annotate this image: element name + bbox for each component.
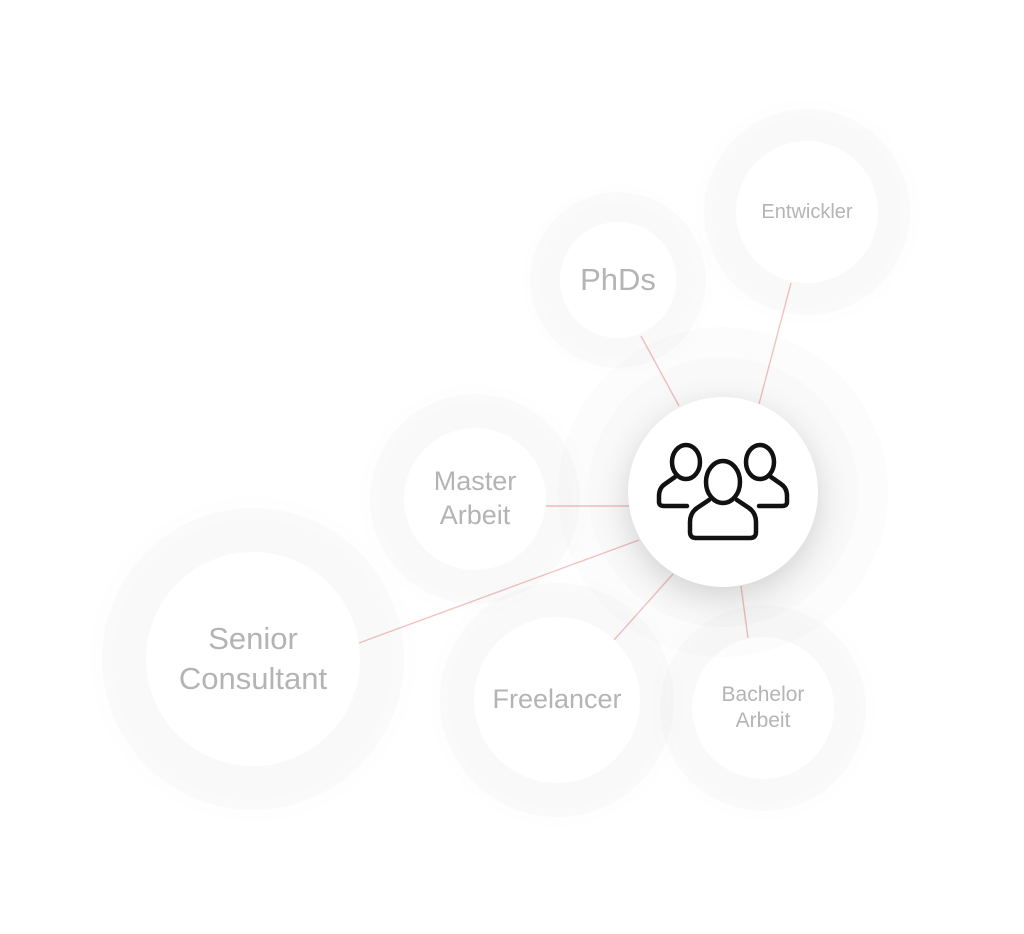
connector-freelancer (613, 573, 674, 641)
node-label-line: Senior (208, 620, 298, 656)
node-label-line: Freelancer (492, 684, 622, 715)
group-people-icon (656, 442, 790, 541)
node-label-line: Arbeit (439, 500, 511, 530)
node-entwickler[interactable]: Entwickler (736, 141, 878, 283)
node-label-line: Arbeit (735, 709, 791, 732)
node-label-line: Consultant (178, 661, 328, 696)
connector-entwickler (758, 282, 792, 405)
node-label-line: Master (433, 466, 517, 497)
connector-phds (640, 335, 680, 407)
node-label-line: Bachelor (721, 682, 805, 706)
node-phds[interactable]: PhDs (560, 222, 676, 338)
node-freelancer[interactable]: Freelancer (474, 617, 640, 783)
node-label-line: Entwickler (761, 200, 853, 223)
node-bachelor-arbeit[interactable]: Bachelor Arbeit (692, 637, 834, 779)
hub-node[interactable] (628, 397, 818, 587)
connector-bachelor (740, 585, 749, 639)
node-master-arbeit[interactable]: Master Arbeit (404, 428, 546, 570)
node-label-line: PhDs (580, 261, 656, 297)
node-senior-consultant[interactable]: Senior Consultant (146, 552, 360, 766)
